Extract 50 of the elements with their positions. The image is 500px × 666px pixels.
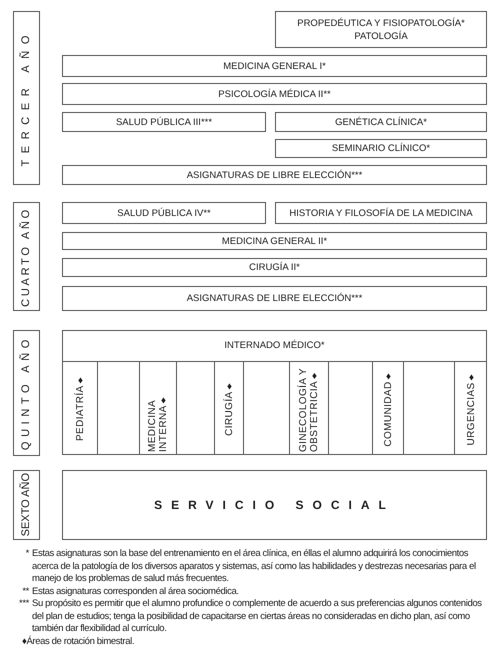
vertical-label: QUINTO AÑO — [20, 335, 33, 451]
subject-label: MEDICINA GENERAL II* — [222, 234, 328, 248]
rotation-label: CIRUGÍA♦ — [224, 380, 234, 436]
footnote-text: ♦Áreas de rotación bimestral. — [21, 636, 136, 648]
year-box — [13, 470, 40, 540]
social-service-box — [62, 470, 487, 540]
footnote-text: Su propósito es permitir que el alumno profundice o complemente de acuerdo a sus preferencias algunos contenidos del plan de estudios; tenga la posibilidad de capacitarse en ciertas áreas no consideradas en dicho plan, así como también dar flexibilidad al currículo. — [32, 598, 483, 636]
subject-label: PROPEDÉUTICA Y FISIOPATOLOGÍA* — [297, 16, 465, 30]
subject-box — [62, 286, 487, 311]
rotation-label: PEDIATRÍA♦ — [74, 374, 86, 442]
subject-box — [62, 258, 487, 277]
subject-box — [62, 232, 487, 250]
subject-label: CIRUGÍA II* — [249, 261, 300, 274]
footnote-mark: ** — [21, 586, 30, 598]
rotation-label: MEDICINA INTERNA♦ — [147, 392, 169, 452]
subject-label: MEDICINA GENERAL I* — [223, 60, 326, 72]
subject-label: SALUD PÚBLICA IV** — [117, 206, 211, 220]
subject-label: HISTORIA Y FILOSOFÍA DE LA MEDICINA — [289, 206, 473, 220]
vertical-label: CUARTO AÑO — [20, 206, 33, 306]
vertical-label: SEXTO AÑO — [20, 473, 33, 537]
subject-box — [275, 112, 487, 132]
subject-box — [275, 202, 487, 224]
subject-box — [62, 202, 266, 224]
subject-label: SERVICIO SOCIAL — [154, 497, 395, 514]
subject-box — [62, 55, 487, 77]
rotation-label: URGENCIAS♦ — [466, 370, 477, 446]
subject-label: GENÉTICA CLÍNICA* — [335, 116, 427, 128]
subject-label: SALUD PÚBLICA III*** — [116, 116, 212, 128]
year-box — [13, 202, 40, 311]
footnote-text: Estas asignaturas corresponden al área sociomédica. — [32, 586, 240, 598]
year-box — [13, 11, 40, 185]
subject-box — [275, 11, 487, 48]
rotation-label: GINECOLOGÍA Y OBSTETRICIA♦ — [298, 367, 320, 452]
footnote-mark: * — [24, 548, 30, 561]
internship-header: INTERNADO MÉDICO* — [63, 331, 486, 362]
footnote-text: Estas asignaturas son la base del entrenamiento en el área clínica, en éllas el alumno adquirirá los conocimientos acerca de la patología de los diversos aparatos y sistemas, así como las habilidades y destrezas necesarias para el manejo de los problemas de salud más frecuentes. — [32, 548, 477, 586]
subject-label: ASIGNATURAS DE LIBRE ELECCIÓN*** — [186, 168, 362, 182]
internship-box — [62, 330, 487, 455]
subject-label: SEMINARIO CLÍNICO* — [332, 142, 430, 155]
subject-box — [62, 83, 487, 105]
year-box — [13, 330, 40, 456]
subject-box — [275, 139, 487, 158]
subject-box — [62, 112, 266, 132]
footnote-mark: *** — [18, 598, 30, 611]
subject-label: PSICOLOGÍA MÉDICA II** — [218, 88, 331, 100]
vertical-label: TERCER AÑO — [20, 29, 33, 167]
subject-box — [62, 165, 487, 185]
rotation-label: COMUNIDAD♦ — [382, 370, 394, 446]
subject-label: PATOLOGÍA — [354, 30, 408, 42]
subject-label: ASIGNATURAS DE LIBRE ELECCIÓN*** — [186, 292, 362, 305]
